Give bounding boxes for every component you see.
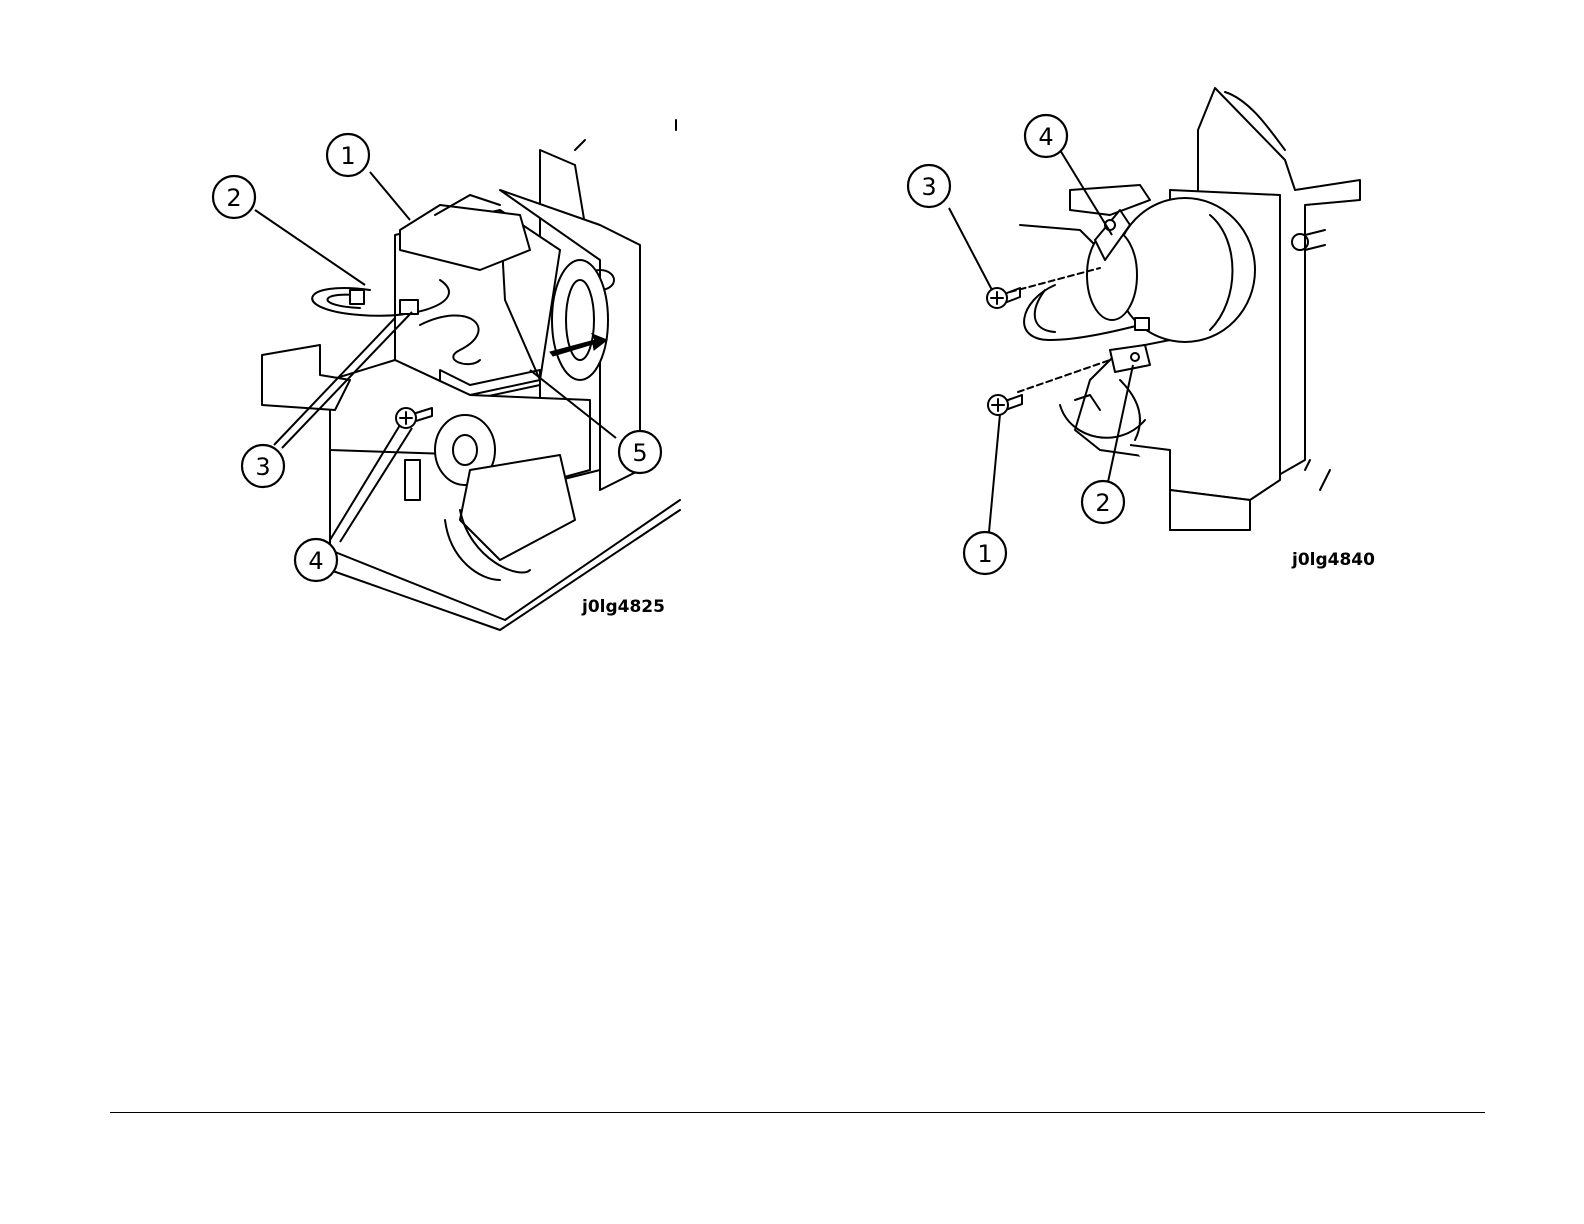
svg-text:4: 4 <box>308 547 323 575</box>
svg-text:1: 1 <box>340 142 355 170</box>
right-callout-3: 3 <box>908 165 950 207</box>
svg-text:1: 1 <box>977 540 992 568</box>
right-figure: 4 3 1 2 j0lg4840 <box>908 88 1375 574</box>
svg-text:2: 2 <box>1095 489 1110 517</box>
right-callout-2: 2 <box>1082 481 1124 523</box>
left-figure-id: j0lg4825 <box>581 597 665 617</box>
svg-text:4: 4 <box>1038 123 1053 151</box>
right-callout-1: 1 <box>964 532 1006 574</box>
left-callout-1: 1 <box>327 134 369 176</box>
leader-1 <box>370 172 410 220</box>
svg-text:2: 2 <box>226 184 241 212</box>
left-callout-4: 4 <box>295 539 337 581</box>
leader-1 <box>989 414 1000 532</box>
svg-text:5: 5 <box>632 439 647 467</box>
left-figure: 1 2 3 4 5 j0lg4825 <box>213 120 680 630</box>
right-figure-id: j0lg4840 <box>1291 550 1375 570</box>
svg-text:3: 3 <box>255 453 270 481</box>
footer-rule <box>110 1112 1485 1113</box>
left-callout-3: 3 <box>242 445 284 487</box>
leader-3 <box>949 208 992 290</box>
left-callout-2: 2 <box>213 176 255 218</box>
right-callout-4: 4 <box>1025 115 1067 157</box>
svg-text:3: 3 <box>921 173 936 201</box>
left-callout-5: 5 <box>619 431 661 473</box>
leader-2 <box>255 210 365 285</box>
